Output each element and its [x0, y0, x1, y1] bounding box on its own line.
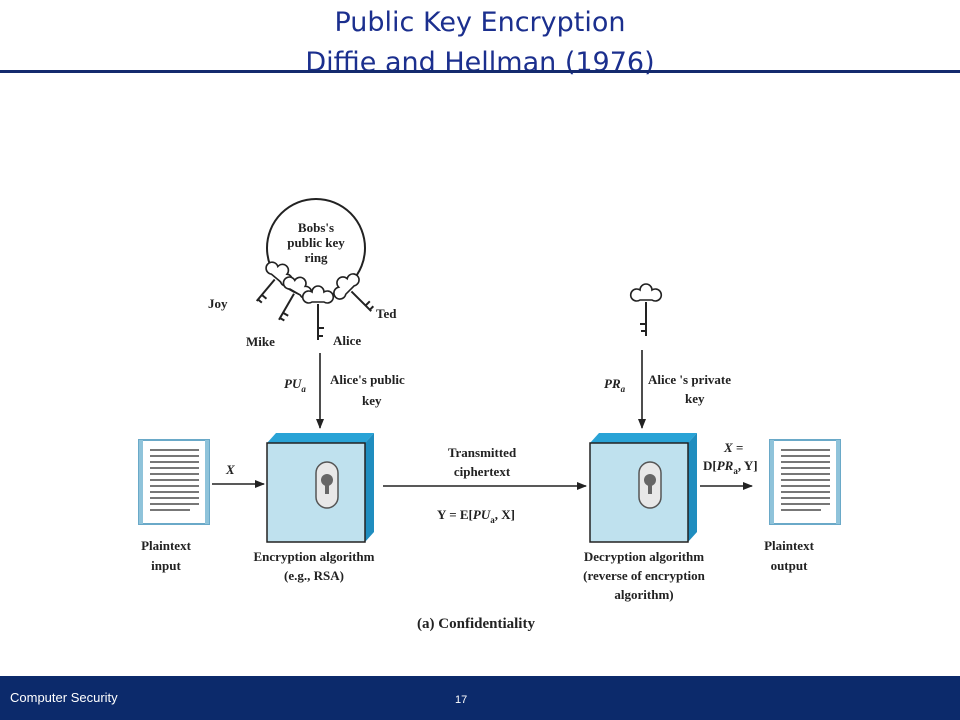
- plaintext-input-label-line2: input: [151, 558, 181, 573]
- key-icon: [301, 285, 335, 340]
- key-label-joy: Joy: [208, 296, 228, 311]
- key-label-ted: Ted: [376, 306, 397, 321]
- plaintext-output-label-line1: Plaintext: [764, 538, 814, 553]
- key-icon: [333, 273, 375, 312]
- ciphertext-formula: Y = E[PUa, X]: [437, 507, 515, 525]
- encryption-label-line2: (e.g., RSA): [284, 568, 344, 583]
- transmission-label-line2: ciphertext: [454, 464, 511, 479]
- plaintext-input-document: [138, 439, 210, 525]
- lock-icon: [638, 461, 662, 509]
- plaintext-output-document: [769, 439, 841, 525]
- public-key-symbol: PUa: [284, 376, 306, 394]
- transmission-label-line1: Transmitted: [448, 445, 517, 460]
- title-divider: [0, 70, 960, 73]
- plaintext-output-label-line2: output: [771, 558, 809, 573]
- decryption-label-line1: Decryption algorithm: [584, 549, 704, 564]
- output-formula-line2: D[PRa, Y]: [703, 458, 758, 476]
- lock-icon: [315, 461, 339, 509]
- key-ring-label-line3: ring: [304, 250, 328, 265]
- input-variable: X: [225, 462, 235, 477]
- private-key-desc-line2: key: [685, 391, 705, 406]
- key-label-alice: Alice: [333, 333, 361, 348]
- diagram-caption: (a) Confidentiality: [417, 616, 535, 632]
- encryption-label-line1: Encryption algorithm: [254, 549, 375, 564]
- key-ring-label-line2: public key: [287, 235, 345, 250]
- footer-course-title: Computer Security: [10, 690, 118, 705]
- slide-title: Public Key Encryption: [334, 7, 626, 38]
- encryption-algorithm-box: [266, 433, 374, 543]
- decryption-label-line2: (reverse of encryption: [583, 568, 706, 583]
- public-key-encryption-diagram: Bobs's public key ring Joy Mike Alice Te…: [138, 198, 841, 632]
- footer-bar: Computer Security 17: [0, 676, 960, 720]
- public-key-ring: Bobs's public key ring: [266, 198, 366, 298]
- private-key-desc-line1: Alice 's private: [648, 372, 731, 387]
- decryption-algorithm-box: [589, 433, 697, 543]
- output-formula-line1: X =: [723, 440, 743, 455]
- private-key-symbol: PRa: [604, 376, 626, 394]
- footer-page-number: 17: [455, 694, 468, 706]
- public-key-desc-line1: Alice's public: [330, 372, 405, 387]
- key-ring-label-line1: Bobs's: [298, 220, 334, 235]
- decryption-label-line3: algorithm): [614, 587, 673, 602]
- plaintext-input-label-line1: Plaintext: [141, 538, 191, 553]
- public-key-desc-line2: key: [362, 393, 382, 408]
- private-key-icon: [629, 283, 663, 336]
- key-label-mike: Mike: [246, 334, 275, 349]
